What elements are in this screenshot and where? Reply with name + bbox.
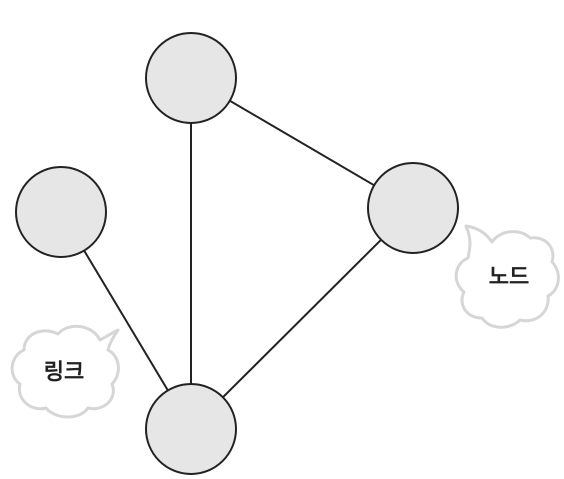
- link-callout: 링크: [10, 324, 120, 419]
- node-top: [145, 32, 237, 124]
- link-callout-cloud: [10, 324, 120, 419]
- node-right: [367, 162, 459, 254]
- node-callout: 노드: [454, 224, 560, 329]
- node-callout-cloud: [454, 224, 560, 329]
- link-callout-label: 링크: [44, 360, 84, 385]
- node-bottom: [145, 383, 237, 475]
- node-callout-label: 노드: [489, 265, 529, 290]
- node-left: [15, 166, 107, 258]
- link-right-bottom: [190, 207, 414, 430]
